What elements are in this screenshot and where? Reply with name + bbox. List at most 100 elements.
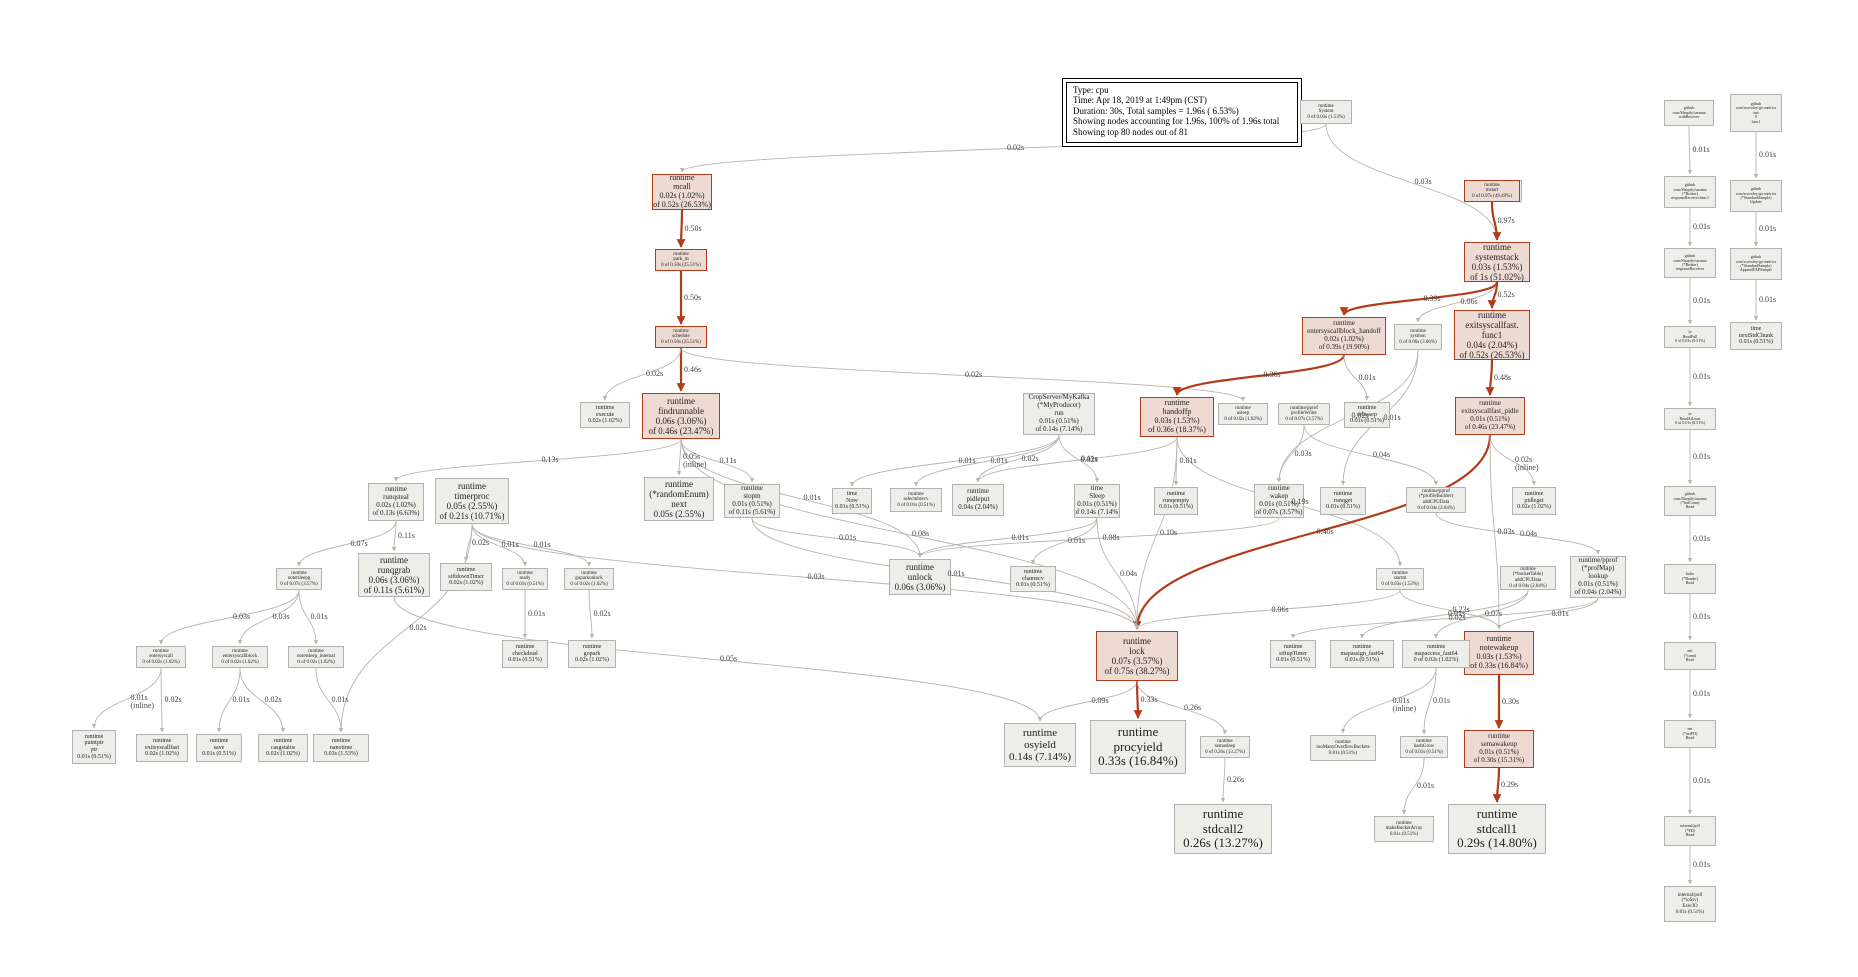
node-label-line: Read bbox=[1685, 580, 1695, 586]
edge-weight-label: 0.02s bbox=[165, 696, 182, 704]
edge-weight-value: 0.02s bbox=[1448, 613, 1466, 622]
node-label-line: runtime bbox=[1478, 310, 1506, 320]
node-label-line: 0.33s (16.84%) bbox=[1098, 753, 1178, 769]
node-label-line: Read bbox=[1685, 832, 1695, 838]
node-label-line: 0.02s (1.02%) bbox=[449, 580, 483, 587]
node-label-line: of 0.14s (7.14%) bbox=[1074, 507, 1120, 516]
node-label-line: semasleep bbox=[1214, 744, 1236, 750]
node-label-line: 0.02s (1.02%) bbox=[1517, 504, 1551, 511]
node-label-line: 0.01s (0.51%) bbox=[1578, 579, 1618, 588]
node-label-line: 0.03s (1.53%) bbox=[1476, 652, 1522, 661]
edge-weight-value: 0.01s bbox=[1692, 145, 1710, 154]
node-r-bufio-read[interactable]: bufio(*Reader)Read bbox=[1664, 564, 1716, 594]
node-label-line: findrunnable bbox=[658, 405, 704, 416]
node-r-net-conn[interactable]: net(*conn)Read bbox=[1664, 642, 1716, 670]
edge-systemstack-to-exitsyscallfast-func1 bbox=[1487, 281, 1499, 309]
node-r-net-fd[interactable]: net(*netFD)Read bbox=[1664, 720, 1716, 748]
node-label-line: Update bbox=[1750, 199, 1762, 205]
node-label-line: timerproc bbox=[454, 490, 490, 501]
node-r-poll-fd[interactable]: internal/poll(*FD)Read bbox=[1664, 816, 1716, 846]
node-label-line: of 0.75s (38.27%) bbox=[1104, 666, 1170, 677]
node-label-line: runtime bbox=[1416, 738, 1432, 744]
node-label-line: osyield bbox=[1024, 738, 1056, 751]
node-pprof-add[interactable]: runtime/pprof(*profileBuilder)addCPUData… bbox=[1406, 487, 1466, 513]
edge-exitsyscallfast-func1-to-exitsyscallfast-pidle bbox=[1485, 359, 1495, 396]
